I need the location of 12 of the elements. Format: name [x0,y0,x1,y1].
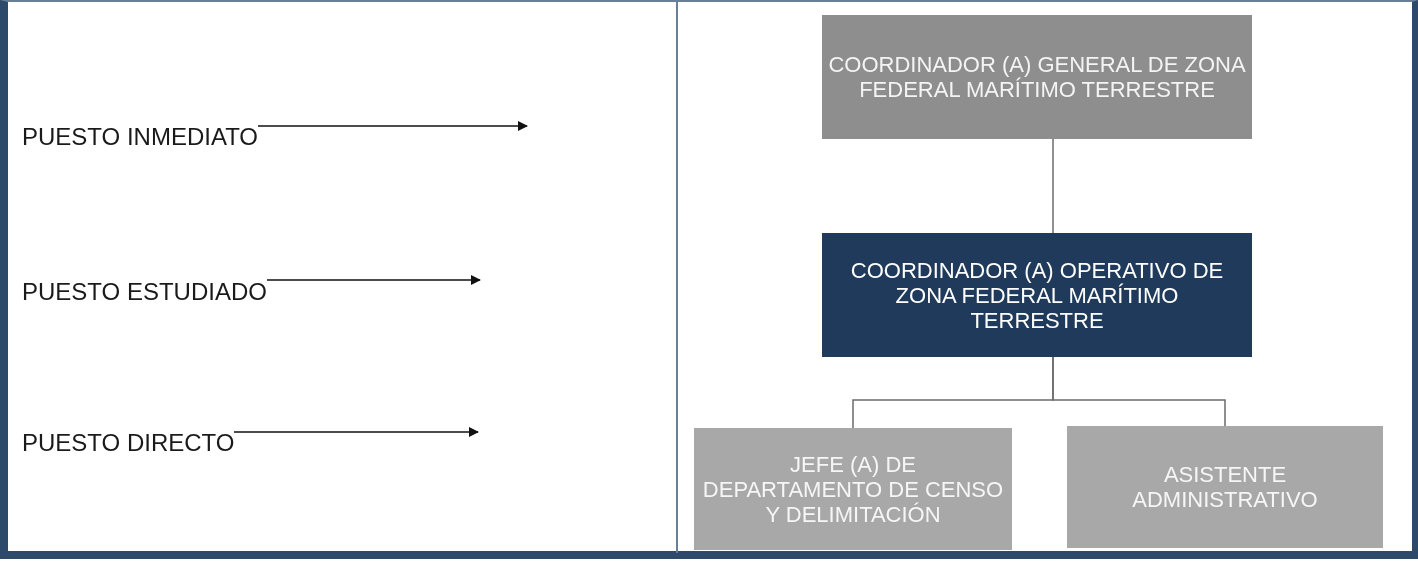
position-label: PUESTO DIRECTO [22,428,235,458]
connector-line [1052,356,1226,427]
org-chart-box: COORDINADOR (A) OPERATIVO DE ZONA FEDERAL MARÍTIMO TERRESTRE [822,233,1252,357]
position-label: PUESTO INMEDIATO [22,122,259,152]
arrow [257,121,528,131]
org-chart-box: COORDINADOR (A) GENERAL DE ZONA FEDERAL MARÍTIMO TERRESTRE [822,15,1252,139]
position-label: PUESTO ESTUDIADO [22,277,267,307]
connector-line [1052,138,1054,234]
org-chart-box: ASISTENTE ADMINISTRATIVO [1067,426,1383,548]
org-chart-box: JEFE (A) DE DEPARTAMENTO DE CENSO Y DELIMITACIÓN [694,428,1012,550]
arrow [266,275,481,285]
arrow [233,427,479,437]
